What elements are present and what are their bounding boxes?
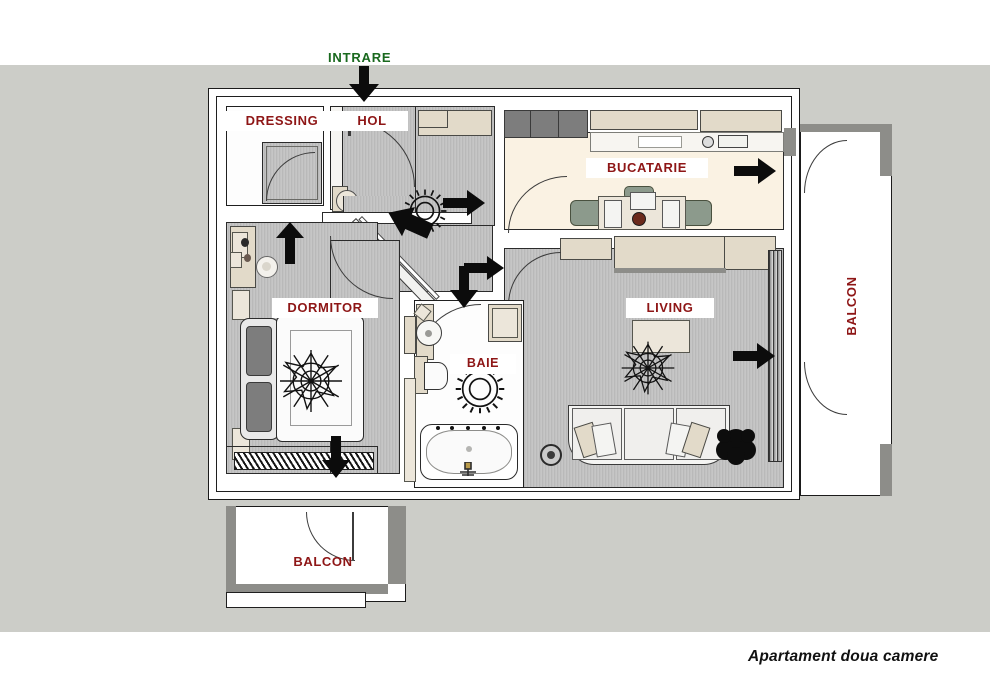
room-label-balcon-bottom: BALCON [293,554,353,569]
bed-pillow-2 [246,382,272,432]
living-cabinet-1 [560,238,612,260]
kitchen-place-setting-left [604,200,622,228]
bath-sink-drain [425,330,432,337]
kitchen-place-setting-top [630,192,656,210]
bath-toilet-bowl [424,362,448,390]
living-arrow-right [733,343,775,369]
bath-niche-inner [492,308,518,338]
balcon-right-top-shade [800,124,892,132]
entrance-arrow [348,66,380,102]
room-label-bucatarie: BUCATARIE [586,158,708,178]
bedroom-arrow-down [322,436,350,478]
bath-tub-edge-dots [432,418,504,430]
balcon-bottom-door-leaf [352,512,355,560]
bedroom-dresser-knob [241,238,249,247]
bedroom-decor-object [244,254,251,262]
bath-arrow-right [464,256,504,280]
kitchen-wall-shelf-left [590,110,698,130]
kitchen-hob-burner [702,136,714,148]
room-label-balcon-right: BALCON [844,276,859,336]
kitchen-upper-cabinets [504,110,588,138]
balcon-right-pillar-top [880,124,892,176]
room-label-hol: HOL [336,111,408,131]
bed-pillow-1 [246,326,272,376]
bath-shaft-upper [404,316,416,354]
living-star-rug [620,340,676,396]
living-sideboard-shadow [614,268,726,273]
dressing-arrow [276,222,304,264]
kitchen-hob [718,135,748,148]
entrance-label: INTRARE [328,50,392,65]
kitchen-column [784,128,796,156]
kitchen-arrow [734,158,776,184]
bedroom-shelf [230,252,242,268]
kitchen-cabinet-divider-1 [530,110,532,138]
hall-arrow-right-top [443,190,485,216]
kitchen-sink [638,136,682,148]
living-sideboard [614,236,726,270]
bath-shaft [404,378,416,482]
bedroom-star-rug [278,348,344,414]
balcon-bottom-step [226,592,366,608]
bath-arrow-down [450,266,478,308]
room-label-living: LIVING [626,298,714,318]
bedroom-table-decor [262,262,271,271]
kitchen-cabinet-divider-2 [558,110,560,138]
kitchen-table-centerpiece [632,212,646,226]
room-label-baie: BAIE [450,354,516,374]
bedroom-bottom-band [226,446,378,474]
balcon-bottom-edge [236,584,388,594]
balcon-bottom-right-pillar [388,506,406,584]
hall-wall-niche-b [418,110,448,128]
bath-tub-drain [466,446,472,452]
kitchen-worktop [590,132,784,152]
kitchen-wall-shelf-right [700,110,782,132]
balcon-right-pillar-bottom [880,444,892,496]
plan-caption: Apartament doua camere [748,648,939,665]
balcon-bottom-left-pillar [226,506,236,602]
living-speaker-center [547,451,555,459]
bath-tub-tap [458,461,478,476]
kitchen-place-setting-right [662,200,680,228]
hall-arrow-down-left [386,206,434,240]
room-label-dressing: DRESSING [226,111,338,131]
bedroom-nightstand [232,290,250,320]
room-label-dormitor: DORMITOR [272,298,378,318]
living-plant [716,422,756,466]
bed-duvet-outline [290,330,352,426]
